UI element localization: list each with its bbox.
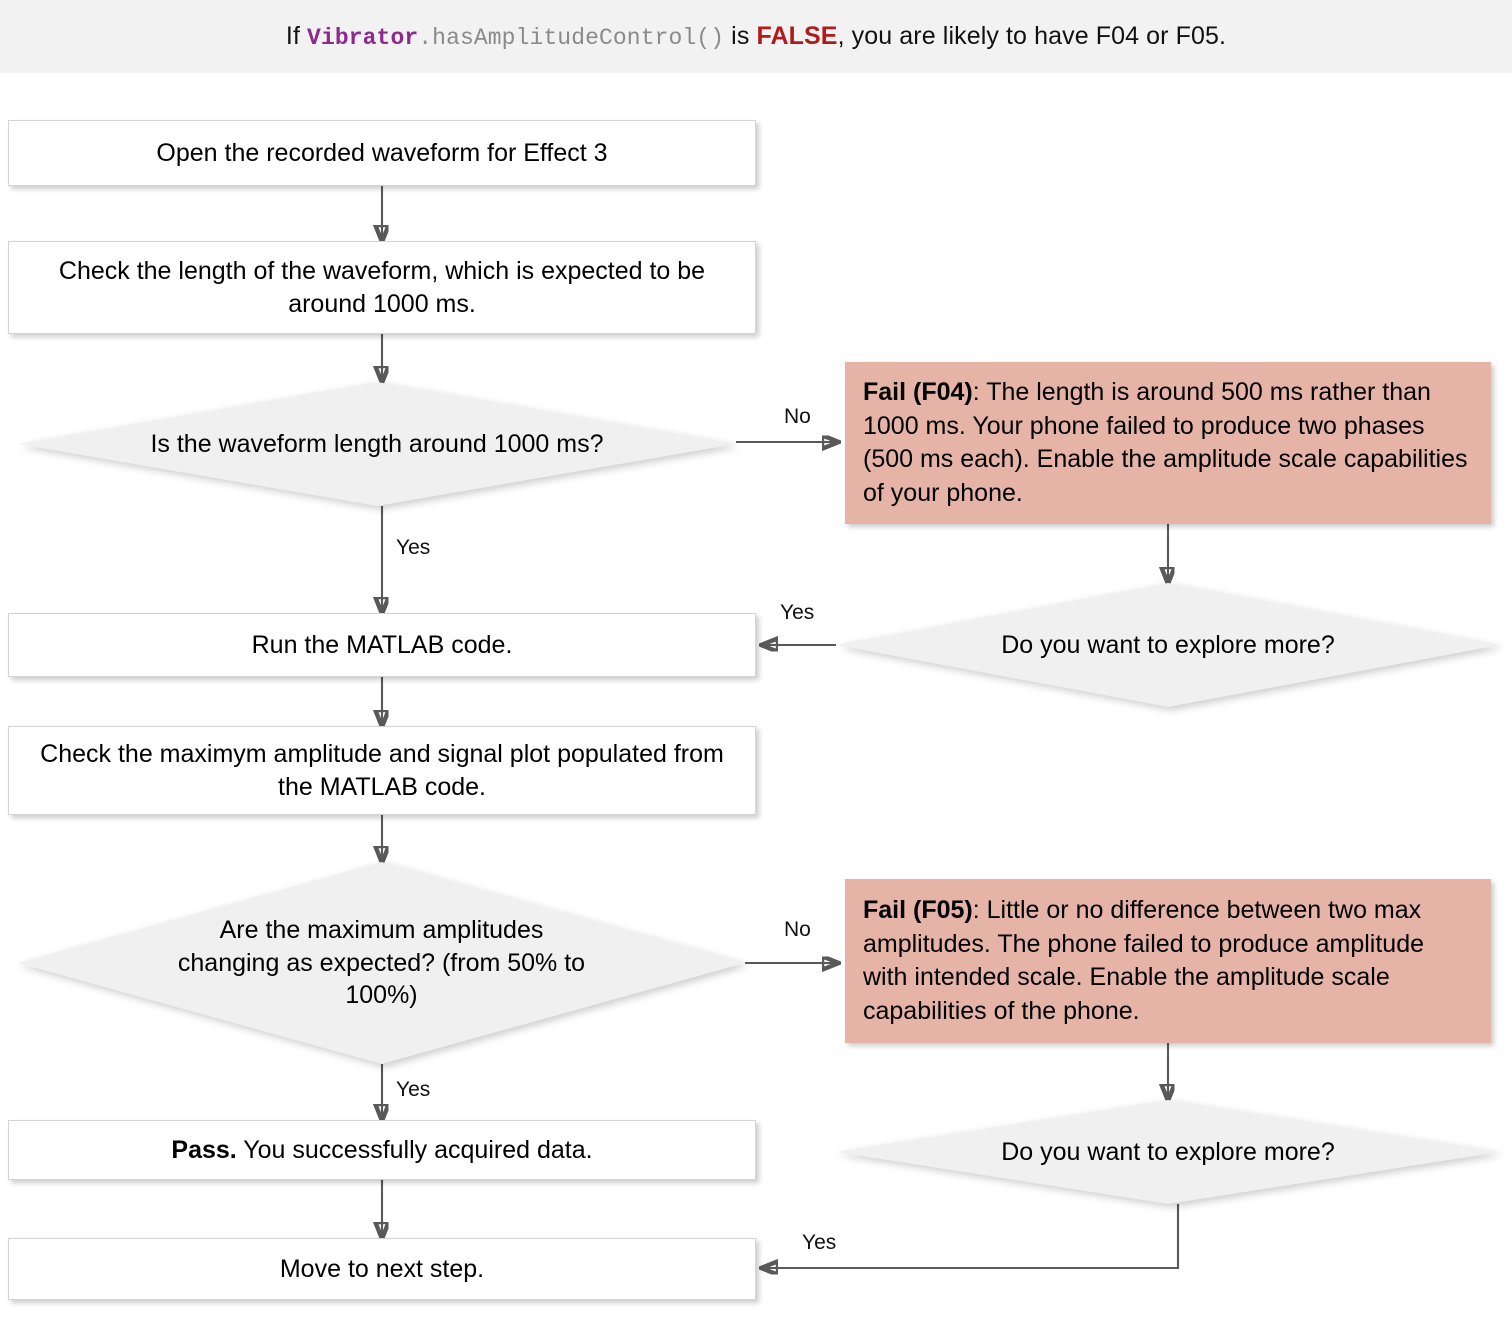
node-decision-waveform-length[interactable]: Is the waveform length around 1000 ms? (18, 382, 736, 506)
banner-class-name: Vibrator (307, 25, 419, 51)
banner-middle: is (724, 22, 757, 50)
node-fail-f04-rest: : The length is around 500 ms rather tha… (863, 378, 1468, 507)
node-pass-rest: You successfully acquired data. (236, 1135, 593, 1164)
node-fail-f05[interactable]: Fail (F05): Little or no difference betw… (845, 879, 1491, 1043)
node-check-length[interactable]: Check the length of the waveform, which … (8, 241, 756, 334)
node-fail-f05-rest: : Little or no difference between two ma… (863, 896, 1425, 1025)
banner-false-keyword: FALSE (756, 22, 838, 50)
diamond-shape (836, 1100, 1500, 1204)
node-decision-explore-top[interactable]: Do you want to explore more? (836, 583, 1500, 707)
header-banner: If Vibrator.hasAmplitudeControl() is FAL… (0, 0, 1512, 73)
node-fail-f05-bold: Fail (F05) (863, 896, 973, 924)
node-fail-f05-text: Fail (F05): Little or no difference betw… (863, 894, 1473, 1028)
edge-label-yes-amplitude: Yes (396, 1078, 431, 1101)
node-check-length-label: Check the length of the waveform, which … (58, 257, 706, 318)
banner-method-name: .hasAmplitudeControl() (418, 25, 725, 51)
node-run-matlab-label: Run the MATLAB code. (251, 630, 513, 659)
banner-text: If Vibrator.hasAmplitudeControl() is FAL… (286, 22, 1226, 51)
node-decision-amplitudes[interactable]: Are the maximum amplitudes changing as e… (18, 862, 745, 1064)
edge-label-yes-explore-top: Yes (780, 601, 815, 624)
node-open-waveform[interactable]: Open the recorded waveform for Effect 3 (8, 120, 756, 186)
node-pass[interactable]: Pass. You successfully acquired data. (8, 1120, 756, 1180)
node-move-next[interactable]: Move to next step. (8, 1238, 756, 1300)
banner-prefix: If (285, 22, 308, 50)
diamond-shape (18, 382, 736, 506)
node-move-next-label: Move to next step. (279, 1254, 485, 1283)
node-run-matlab[interactable]: Run the MATLAB code. (8, 613, 756, 677)
node-pass-bold: Pass. (171, 1135, 237, 1164)
node-fail-f04-text: Fail (F04): The length is around 500 ms … (863, 376, 1473, 510)
node-check-amplitude-label: Check the maximym amplitude and signal p… (40, 740, 724, 801)
edge-label-no-bottom: No (784, 918, 811, 941)
edge-label-yes-explore-bottom: Yes (802, 1231, 837, 1254)
diamond-shape (836, 583, 1500, 707)
edge-label-yes-length: Yes (396, 536, 431, 559)
node-decision-explore-bottom[interactable]: Do you want to explore more? (836, 1100, 1500, 1204)
edge-label-no-top: No (784, 405, 811, 428)
node-open-waveform-label: Open the recorded waveform for Effect 3 (156, 138, 608, 167)
banner-suffix: , you are likely to have F04 or F05. (837, 22, 1227, 50)
node-pass-text: Pass. You successfully acquired data. (171, 1134, 592, 1167)
diamond-shape (18, 862, 745, 1064)
node-fail-f04-bold: Fail (F04) (863, 378, 973, 406)
node-fail-f04[interactable]: Fail (F04): The length is around 500 ms … (845, 362, 1491, 524)
node-check-amplitude[interactable]: Check the maximym amplitude and signal p… (8, 726, 756, 815)
